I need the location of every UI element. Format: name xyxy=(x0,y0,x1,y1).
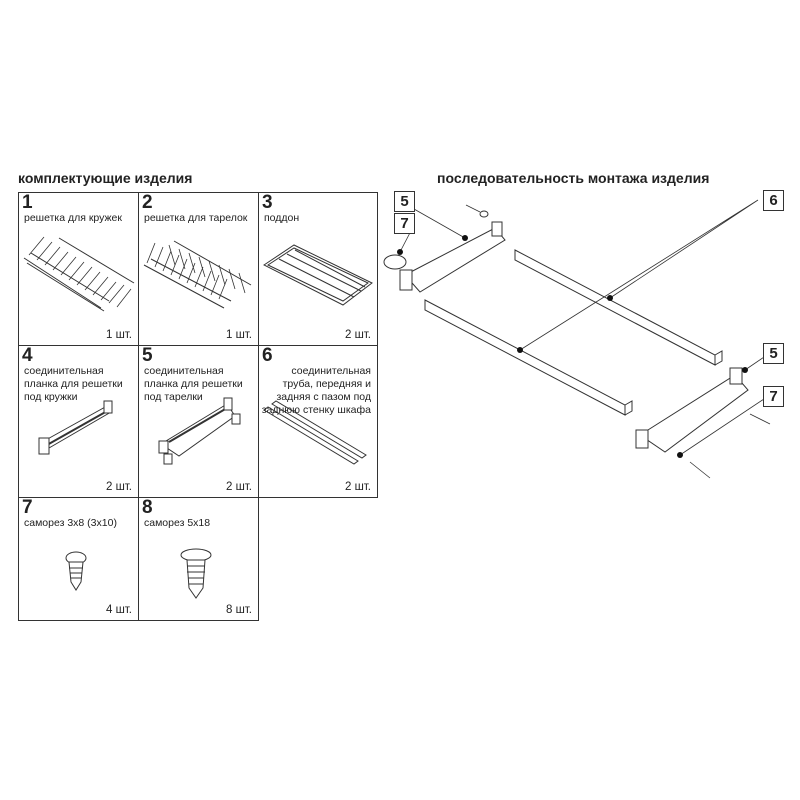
part-description: соединительная планка для решетки под кр… xyxy=(24,365,123,403)
part-description: саморез 3x8 (3x10) xyxy=(24,517,117,529)
part-cell-6: 6 соединительная труба, передняя и задня… xyxy=(258,345,378,498)
callout-6: 6 xyxy=(763,190,784,211)
part-number: 2 xyxy=(142,192,153,213)
rear-tube xyxy=(514,249,723,366)
part-cell-8: 8 саморез 5x18 8 шт. xyxy=(138,497,259,621)
part-number: 6 xyxy=(262,345,273,366)
callout-5-top: 5 xyxy=(394,191,415,212)
part-number: 8 xyxy=(142,497,153,518)
callout-7-bottom: 7 xyxy=(763,386,784,407)
part-quantity: 2 шт. xyxy=(225,481,252,493)
part-description: соединительная труба, передняя и задняя … xyxy=(261,365,371,416)
part-quantity: 8 шт. xyxy=(225,604,252,616)
part-number: 7 xyxy=(22,497,33,518)
part-number: 3 xyxy=(262,192,273,213)
part-number: 1 xyxy=(22,192,33,213)
cup-rack-drawing xyxy=(23,236,135,312)
plate-rack-bracket-drawing xyxy=(158,397,241,465)
part-quantity: 1 шт. xyxy=(105,329,132,341)
callout-5-bottom: 5 xyxy=(763,343,784,364)
tray-drawing xyxy=(263,244,373,306)
front-tube xyxy=(424,299,633,416)
part-cell-7: 7 саморез 3x8 (3x10) 4 шт. xyxy=(18,497,139,621)
screw-5x18-drawing xyxy=(180,548,212,599)
part-number: 5 xyxy=(142,345,153,366)
callout-7-top: 7 xyxy=(394,213,415,234)
parts-heading: комплектующие изделия xyxy=(18,170,193,186)
part-number: 4 xyxy=(22,345,33,366)
assembly-heading: последовательность монтажа изделия xyxy=(437,170,710,186)
part-description: решетка для тарелок xyxy=(144,212,248,224)
part-description: саморез 5x18 xyxy=(144,517,211,529)
part-quantity: 1 шт. xyxy=(225,329,252,341)
screw-3x8-drawing xyxy=(65,551,87,591)
part-description: поддон xyxy=(264,212,300,224)
left-bracket xyxy=(404,227,506,293)
part-cell-4: 4 соединительная планка для решетки под … xyxy=(18,345,139,498)
right-bracket xyxy=(639,374,749,453)
part-description: соединительная планка для решетки под та… xyxy=(144,365,243,403)
connecting-tube-drawing xyxy=(263,400,367,465)
cup-rack-bracket-drawing xyxy=(38,400,113,455)
part-quantity: 2 шт. xyxy=(344,481,371,493)
part-quantity: 4 шт. xyxy=(105,604,132,616)
part-description: решетка для кружек xyxy=(24,212,122,224)
plate-rack-drawing xyxy=(143,240,252,309)
part-quantity: 2 шт. xyxy=(105,481,132,493)
part-quantity: 2 шт. xyxy=(344,329,371,341)
